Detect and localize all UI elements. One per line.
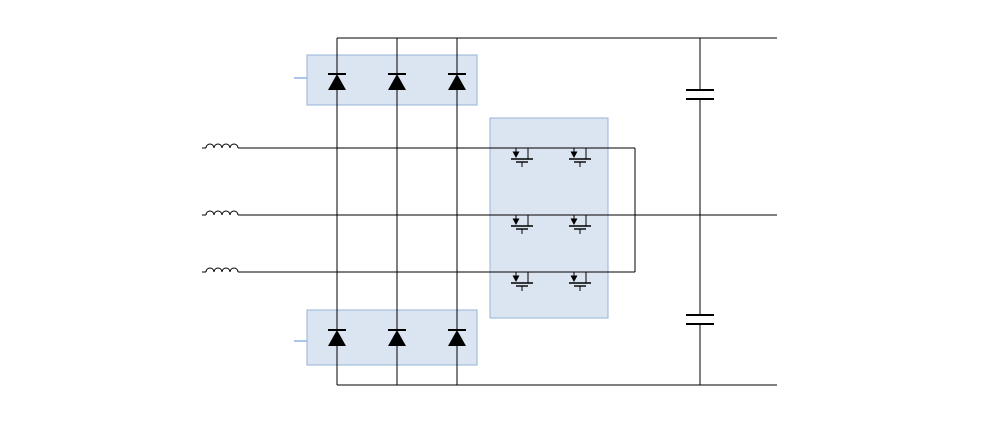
inductor-icon [205, 267, 239, 273]
upper-diode-block [306, 54, 478, 106]
phase-b-line [202, 210, 777, 216]
capacitor-icon [685, 314, 715, 325]
phase-c-line [202, 267, 635, 273]
lower-diode-block [306, 309, 478, 366]
capacitor-icon [685, 89, 715, 100]
phase-a-line [202, 143, 635, 149]
mosfet-switch-block [489, 117, 609, 319]
inductor-icon [205, 143, 239, 149]
inductor-icon [205, 210, 239, 216]
